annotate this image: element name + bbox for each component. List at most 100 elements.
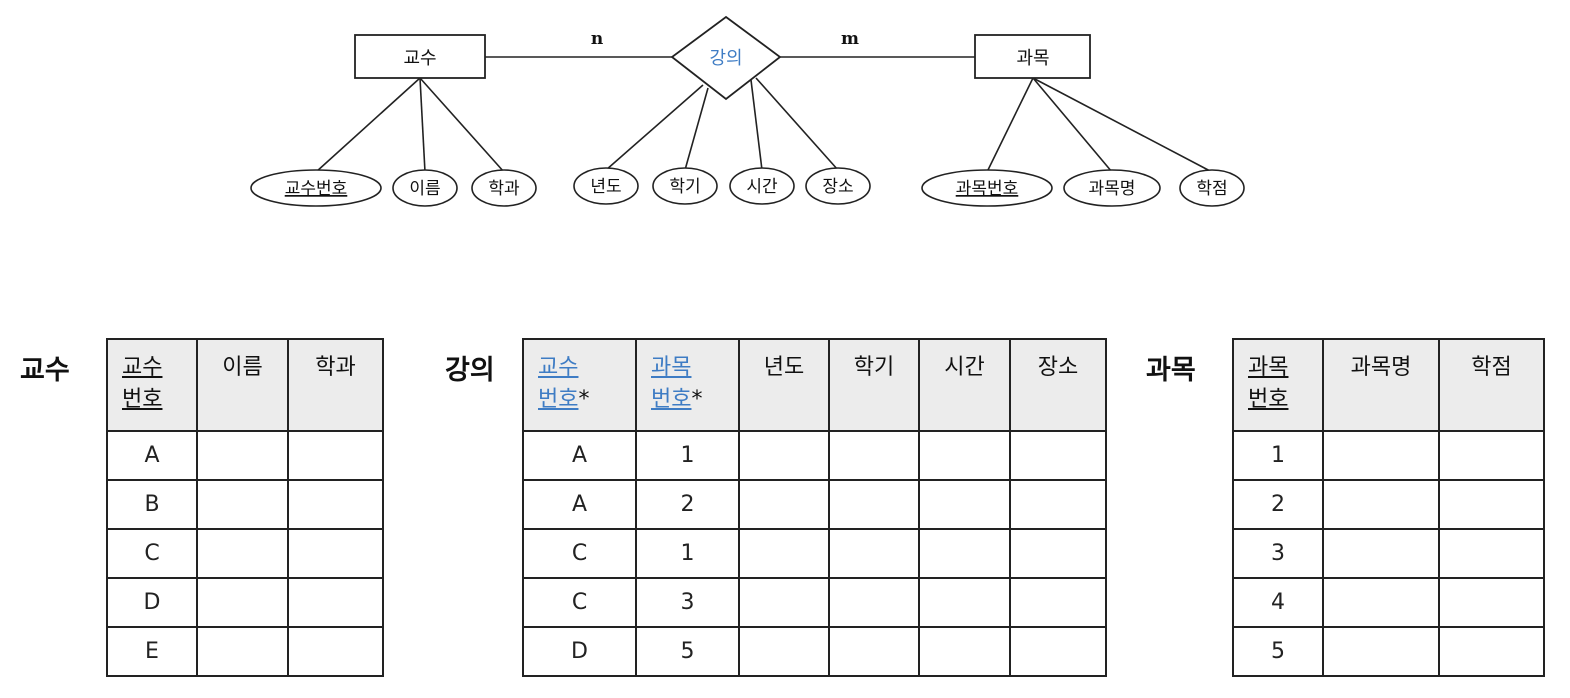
col-header-semester: 학기 [828,338,920,432]
entity-professor-label: 교수 [403,48,436,69]
table-cell [918,626,1011,677]
table-cell [287,577,384,628]
col-header-prof-number-fk: 교수 번호* [522,338,637,432]
table-cell [1322,577,1440,628]
table-cell [828,479,920,530]
table-row: E [106,626,384,677]
table-cell: 3 [1232,528,1324,579]
attr-lecture-place [805,167,871,205]
table-course: 과목 번호 과목명 학점 1 2 3 4 5 [1232,338,1545,677]
table-row: C [106,528,384,579]
col-header-credit: 학점 [1438,338,1545,432]
entity-course-label: 과목 [1016,48,1049,69]
table-cell [287,528,384,579]
cardinality-m: m [841,29,859,49]
table-cell: C [522,577,637,628]
col-header-name: 이름 [196,338,289,432]
table-cell [1438,528,1545,579]
table-cell: E [106,626,198,677]
table-cell [1009,479,1107,530]
table-row: B [106,479,384,530]
table-cell: 4 [1232,577,1324,628]
col-header-prof-number: 교수 번호 [106,338,198,432]
table-cell [1322,479,1440,530]
er-connectors [315,56,1213,173]
table-cell [1009,528,1107,579]
table-cell [287,430,384,481]
attr-prof-number-label: 교수번호 [285,179,348,199]
table-cell [738,577,830,628]
table-row: 1 [1232,430,1545,481]
table-cell: B [106,479,198,530]
attr-lecture-year-label: 년도 [590,177,621,197]
col-header-time: 시간 [918,338,1011,432]
attr-prof-dept [471,169,537,207]
attr-lecture-year [573,167,639,205]
table-cell [828,528,920,579]
table-cell [828,430,920,481]
table-cell: 5 [635,626,740,677]
table-cell: 1 [635,528,740,579]
table-cell [918,430,1011,481]
er-diagram: 교수 과목 강의 n m 교수번호 이름 학과 년도 학기 시간 장소 과목번호… [250,15,1245,207]
table-cell [1438,626,1545,677]
table-row: 2 [1232,479,1545,530]
table-cell [1438,577,1545,628]
attr-course-credit-label: 학점 [1196,179,1227,199]
table-header-row: 과목 번호 과목명 학점 [1232,338,1545,432]
table-cell: A [522,430,637,481]
table-cell [1438,430,1545,481]
table-cell: 5 [1232,626,1324,677]
table-cell: D [522,626,637,677]
attr-course-credit [1179,169,1245,207]
table-cell [918,528,1011,579]
table-cell [1438,479,1545,530]
table-cell: 1 [1232,430,1324,481]
table-row: 3 [1232,528,1545,579]
attr-course-name [1063,169,1161,207]
table-cell [196,626,289,677]
table-cell: C [522,528,637,579]
col-header-course-name: 과목명 [1322,338,1440,432]
header-line: 번호 [122,387,163,412]
col-header-course-number-fk: 과목 번호* [635,338,740,432]
table-cell [738,479,830,530]
table-cell: D [106,577,198,628]
entity-professor [354,34,486,79]
attr-course-name-label: 과목명 [1089,179,1136,199]
relationship-lecture [670,15,782,101]
table-cell [196,479,289,530]
table-row: D [106,577,384,628]
table-row: A [106,430,384,481]
table-cell [287,626,384,677]
attr-lecture-time [729,167,795,205]
foreign-key-marker: * [578,387,590,412]
attr-prof-dept-label: 학과 [488,179,520,199]
attr-course-number-label: 과목번호 [956,179,1019,199]
table-cell: A [106,430,198,481]
cardinality-n: n [591,29,603,49]
attr-lecture-semester-label: 학기 [669,177,700,197]
table-cell [918,577,1011,628]
header-text: 번호 [538,387,579,412]
table-cell [738,528,830,579]
header-text: 번호 [651,387,692,412]
table-cell [1009,577,1107,628]
table-cell [738,626,830,677]
relationship-lecture-label: 강의 [709,48,742,69]
table-cell [1322,626,1440,677]
table-cell [196,430,289,481]
attr-prof-name-label: 이름 [409,179,440,199]
attr-lecture-place-label: 장소 [822,177,853,197]
col-header-dept: 학과 [287,338,384,432]
table-cell [1009,430,1107,481]
table-cell: 2 [635,479,740,530]
table-cell [828,626,920,677]
table-cell [918,479,1011,530]
col-header-place: 장소 [1009,338,1107,432]
table-cell [738,430,830,481]
table-cell [1322,430,1440,481]
